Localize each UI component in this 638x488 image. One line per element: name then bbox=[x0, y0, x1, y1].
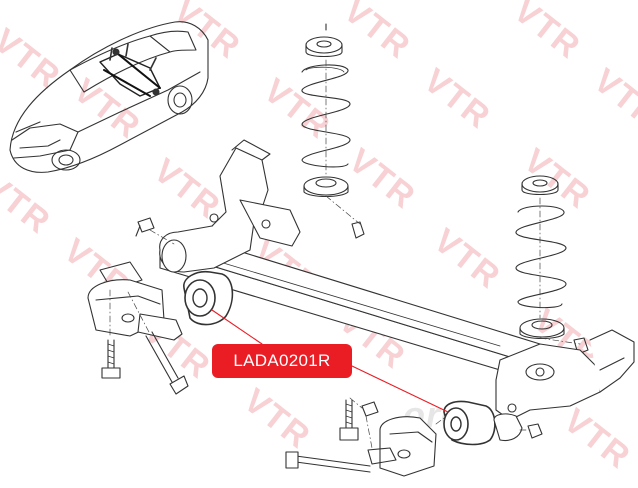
mount-bracket-left bbox=[87, 217, 183, 341]
leader-lines bbox=[211, 309, 449, 413]
rear-coil-spring-right bbox=[515, 175, 589, 355]
rear-coil-spring-left bbox=[301, 23, 365, 239]
assembly-lines bbox=[109, 59, 581, 449]
bolt-vertical-left bbox=[101, 339, 121, 379]
mount-bracket-right bbox=[361, 401, 437, 477]
bolt-long-right bbox=[285, 451, 371, 473]
bolt-vertical-right bbox=[339, 399, 359, 441]
silent-block-right bbox=[443, 400, 543, 446]
bolt-long-left bbox=[145, 331, 189, 395]
rear-beam-axle bbox=[159, 139, 635, 421]
part-number-label: LADA0201R bbox=[212, 344, 352, 378]
car-illustration bbox=[9, 21, 209, 173]
silent-block-left bbox=[183, 270, 234, 326]
